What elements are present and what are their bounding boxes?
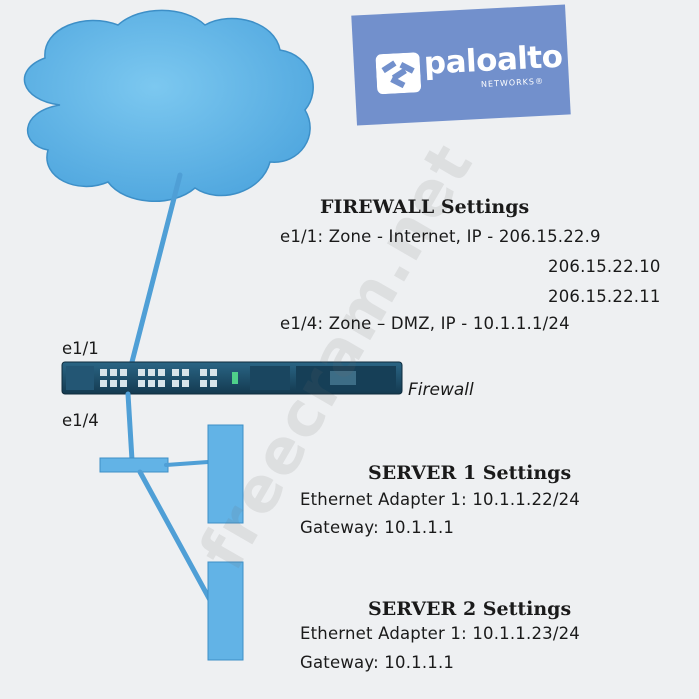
server1-gateway: Gateway: 10.1.1.1 — [300, 518, 455, 537]
paloalto-logo: paloalto NETWORKS® — [351, 4, 571, 126]
server-1 — [207, 424, 244, 524]
firewall-settings-title: FIREWALL Settings — [320, 196, 530, 218]
internet-cloud — [23, 9, 314, 203]
paloalto-mark-icon — [375, 52, 422, 95]
server2-link — [137, 469, 213, 603]
port-label-e1-1: e1/1 — [62, 339, 99, 358]
firewall-label: Firewall — [408, 380, 474, 400]
dmz-switch — [99, 457, 169, 473]
server2-settings-title: SERVER 2 Settings — [368, 598, 572, 620]
firewall-e1-1-ip3: 206.15.22.11 — [548, 287, 661, 306]
server1-settings-title: SERVER 1 Settings — [368, 462, 572, 484]
internet-link — [129, 172, 183, 365]
firewall-e1-4-setting: e1/4: Zone – DMZ, IP - 10.1.1.1/24 — [280, 314, 570, 333]
port-label-e1-4: e1/4 — [62, 411, 99, 430]
dmz-link — [125, 391, 135, 463]
firewall-appliance — [61, 361, 403, 395]
server-2 — [207, 561, 244, 661]
firewall-e1-1-setting: e1/1: Zone - Internet, IP - 206.15.22.9 — [280, 227, 601, 246]
logo-sub: NETWORKS® — [480, 76, 545, 89]
logo-brand: paloalto — [422, 38, 564, 82]
server1-adapter: Ethernet Adapter 1: 10.1.1.22/24 — [300, 490, 581, 509]
server2-gateway: Gateway: 10.1.1.1 — [300, 653, 455, 672]
server2-adapter: Ethernet Adapter 1: 10.1.1.23/24 — [300, 624, 581, 643]
server1-link — [164, 460, 210, 467]
firewall-e1-1-ip2: 206.15.22.10 — [548, 257, 661, 276]
